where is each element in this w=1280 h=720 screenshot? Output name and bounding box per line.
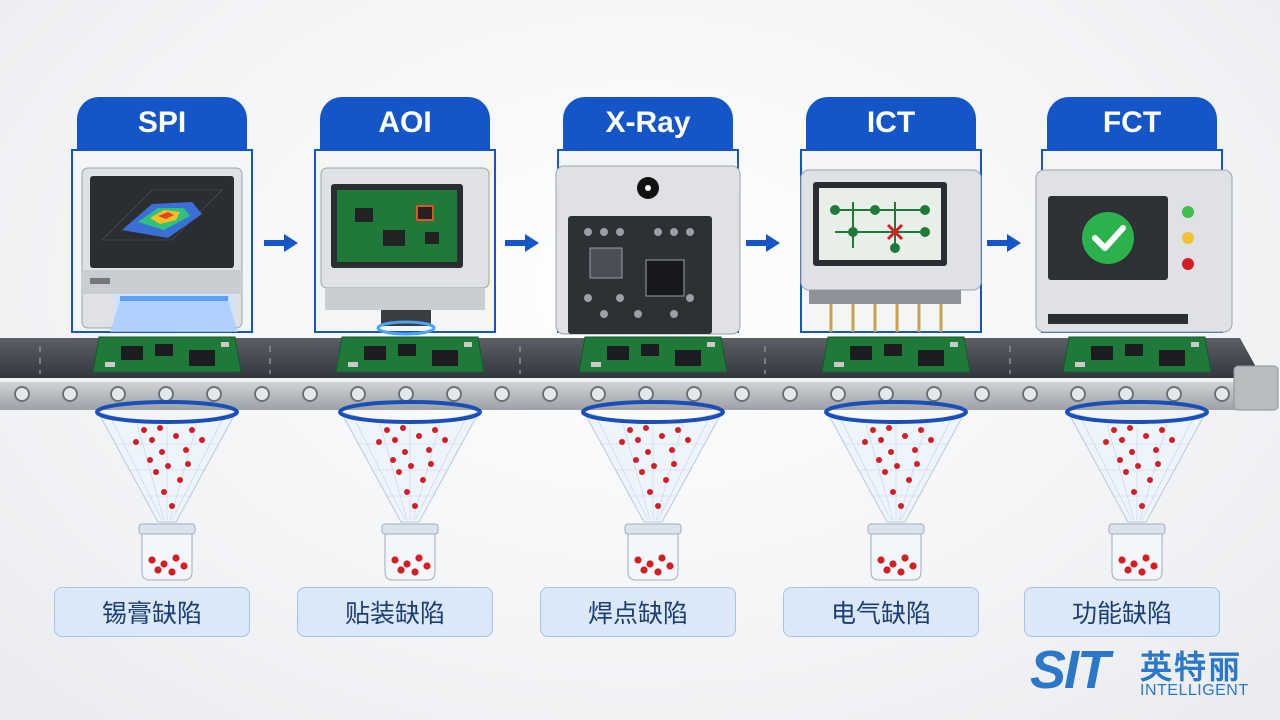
arrow-right-icon [987, 234, 1021, 252]
pcb-boards [92, 336, 1212, 373]
belt-roller [830, 386, 846, 402]
stage-title: FCT [1047, 97, 1217, 149]
belt-roller [542, 386, 558, 402]
aoi-machine [314, 149, 496, 336]
defect-label: 功能缺陷 [1024, 587, 1220, 637]
stage-title: AOI [320, 97, 490, 149]
defect-funnel [338, 400, 482, 581]
defect-funnel [95, 400, 239, 581]
defect-label: 贴装缺陷 [297, 587, 493, 637]
belt-roller [1214, 386, 1230, 402]
belt-roller [206, 386, 222, 402]
belt-roller [110, 386, 126, 402]
belt-roller [1070, 386, 1086, 402]
stage-spi: SPI 锡膏缺陷 [42, 0, 292, 720]
belt-roller [782, 386, 798, 402]
stage-title: ICT [806, 97, 976, 149]
pcb-board [1062, 336, 1212, 373]
logo-mark: SIT [1030, 640, 1110, 700]
defect-label: 电气缺陷 [783, 587, 979, 637]
belt-roller [1166, 386, 1182, 402]
arrow-right-icon [505, 234, 539, 252]
stage-ict: ICT 电气缺陷 [771, 0, 1021, 720]
pcb-board [335, 336, 485, 373]
belt-roller [974, 386, 990, 402]
logo-name-cn: 英特丽 [1140, 648, 1243, 686]
spi-machine [71, 149, 253, 333]
belt-roller [14, 386, 30, 402]
belt-roller [1022, 386, 1038, 402]
defect-funnel [824, 400, 968, 581]
belt-roller [446, 386, 462, 402]
stage-aoi: AOI 贴装缺陷 [285, 0, 535, 720]
xray-machine [555, 149, 741, 335]
belt-roller [254, 386, 270, 402]
fct-machine [1035, 149, 1233, 333]
stage-title: X-Ray [563, 97, 733, 149]
belt-roller [734, 386, 750, 402]
ict-machine [800, 149, 982, 333]
defect-funnel [1065, 400, 1209, 581]
logo-name-en: INTELLIGENT [1140, 682, 1249, 699]
belt-roller [62, 386, 78, 402]
pcb-board [821, 336, 971, 373]
defect-label: 焊点缺陷 [540, 587, 736, 637]
defect-funnel [581, 400, 725, 581]
belt-roller [302, 386, 318, 402]
defect-label: 锡膏缺陷 [54, 587, 250, 637]
arrow-right-icon [264, 234, 298, 252]
stage-fct: FCT 功能缺陷 [1012, 0, 1262, 720]
arrow-right-icon [746, 234, 780, 252]
pcb-board [578, 336, 728, 373]
belt-roller [494, 386, 510, 402]
belt-roller [926, 386, 942, 402]
pcb-board [92, 336, 242, 373]
belt-roller [350, 386, 366, 402]
stage-title: SPI [77, 97, 247, 149]
belt-roller [686, 386, 702, 402]
sit-logo: SIT 英特丽 INTELLIGENT [1030, 640, 1270, 710]
belt-roller [590, 386, 606, 402]
stage-xray: X-Ray 焊点缺陷 [528, 0, 778, 720]
